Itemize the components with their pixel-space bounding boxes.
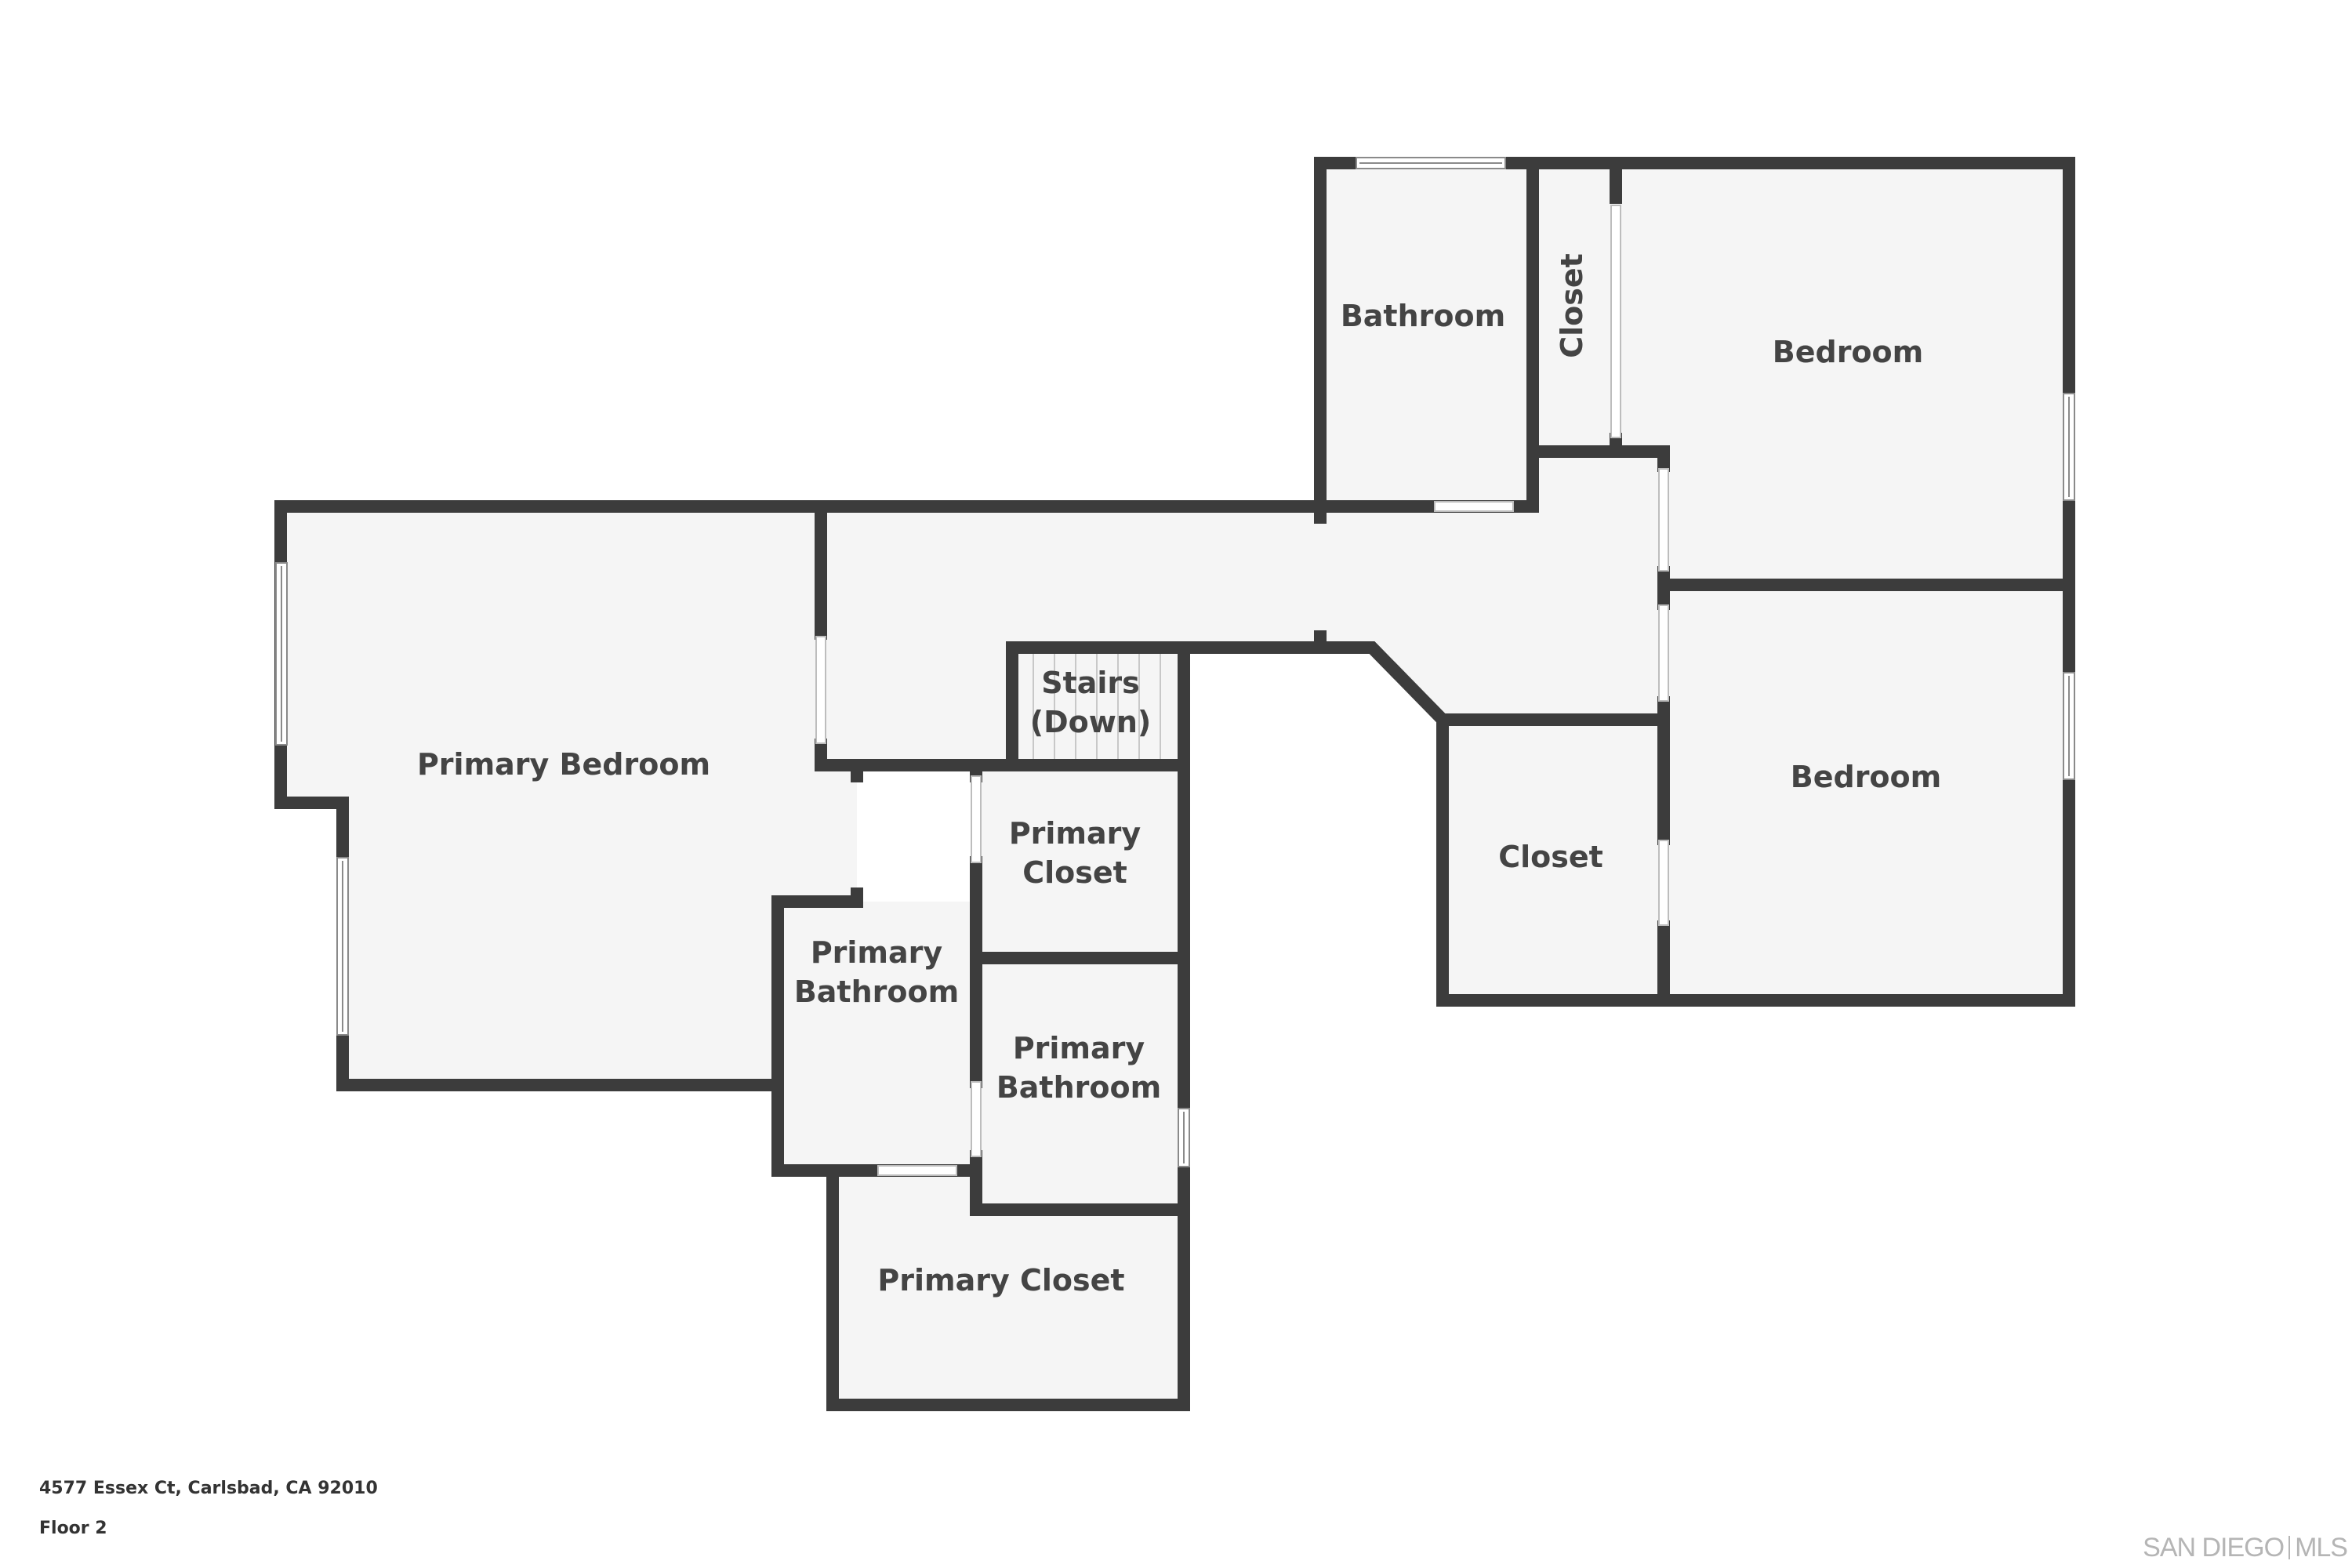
label-primary-bathroom-left-line2: Bathroom [794,975,959,1009]
label-closet-right: Closet [1498,840,1603,874]
logo-separator [2288,1536,2291,1559]
windows [275,157,2075,1167]
floor-label: Floor 2 [39,1519,107,1538]
door-bedroom-upper [1658,468,1669,572]
label-primary-bathroom-right-line2: Bathroom [996,1070,1161,1105]
floor-bedroom-lower [1664,585,2069,1000]
door-primary-closet-small [971,775,982,863]
label-bedroom-upper: Bedroom [1773,335,1924,369]
door-primary-closet-bottom [877,1165,957,1176]
wall-hall-bottom [1178,641,1670,726]
floor-stairs [1012,648,1184,765]
floor-primary-closet-small [976,765,1184,958]
floor-primary-bathroom-right [976,958,1184,1210]
door-closet-right [1658,840,1669,926]
door-closet-top [1610,205,1621,438]
logo-left-text: SAN DIEGO [2143,1533,2285,1563]
label-primary-closet-bottom: Primary Closet [877,1263,1124,1298]
label-primary-bathroom-right-line1: Primary [1013,1031,1145,1065]
room-floors [281,163,2069,1405]
wall-primary-bath-outer [771,887,863,1091]
label-primary-bedroom: Primary Bedroom [417,747,710,782]
label-primary-bathroom-left-line1: Primary [811,935,943,970]
label-closet-vertical: Closet [1555,253,1589,358]
stair-treads [1033,654,1161,759]
label-primary-closet-small-line2: Closet [1022,855,1127,890]
wall-bathroom [1314,157,2075,513]
door-bedroom-lower [1658,604,1669,702]
room-labels: Bathroom Closet Bedroom Stairs (Down) Pr… [417,253,1941,1298]
floor-bathroom [1320,163,1533,506]
wall-primary-bedroom-outer [274,500,827,1091]
floor-bedroom-upper [1616,163,2069,585]
logo-right-text: MLS [2295,1533,2348,1563]
floor-primary-bathroom-left [778,902,976,1171]
label-stairs-line1: Stairs [1041,666,1140,700]
floor-closet-right [1443,720,1664,1000]
label-primary-closet-small-line1: Primary [1009,816,1142,851]
door-primary-bath-right [971,1081,982,1157]
label-bedroom-lower: Bedroom [1791,760,1942,794]
doors [815,205,1669,1176]
label-stairs-line2: (Down) [1030,705,1152,739]
door-bathroom [1434,501,1514,512]
san-diego-mls-logo: SAN DIEGO MLS [2143,1533,2348,1563]
property-address: 4577 Essex Ct, Carlsbad, CA 92010 [39,1479,378,1498]
floor-closet-top [1533,163,1616,452]
label-bathroom: Bathroom [1341,299,1505,333]
door-primary-bedroom [815,636,826,744]
floor-primary-bedroom [281,506,857,1085]
wall-lower-right-outer [1436,713,2075,1007]
walls [274,157,2075,1411]
